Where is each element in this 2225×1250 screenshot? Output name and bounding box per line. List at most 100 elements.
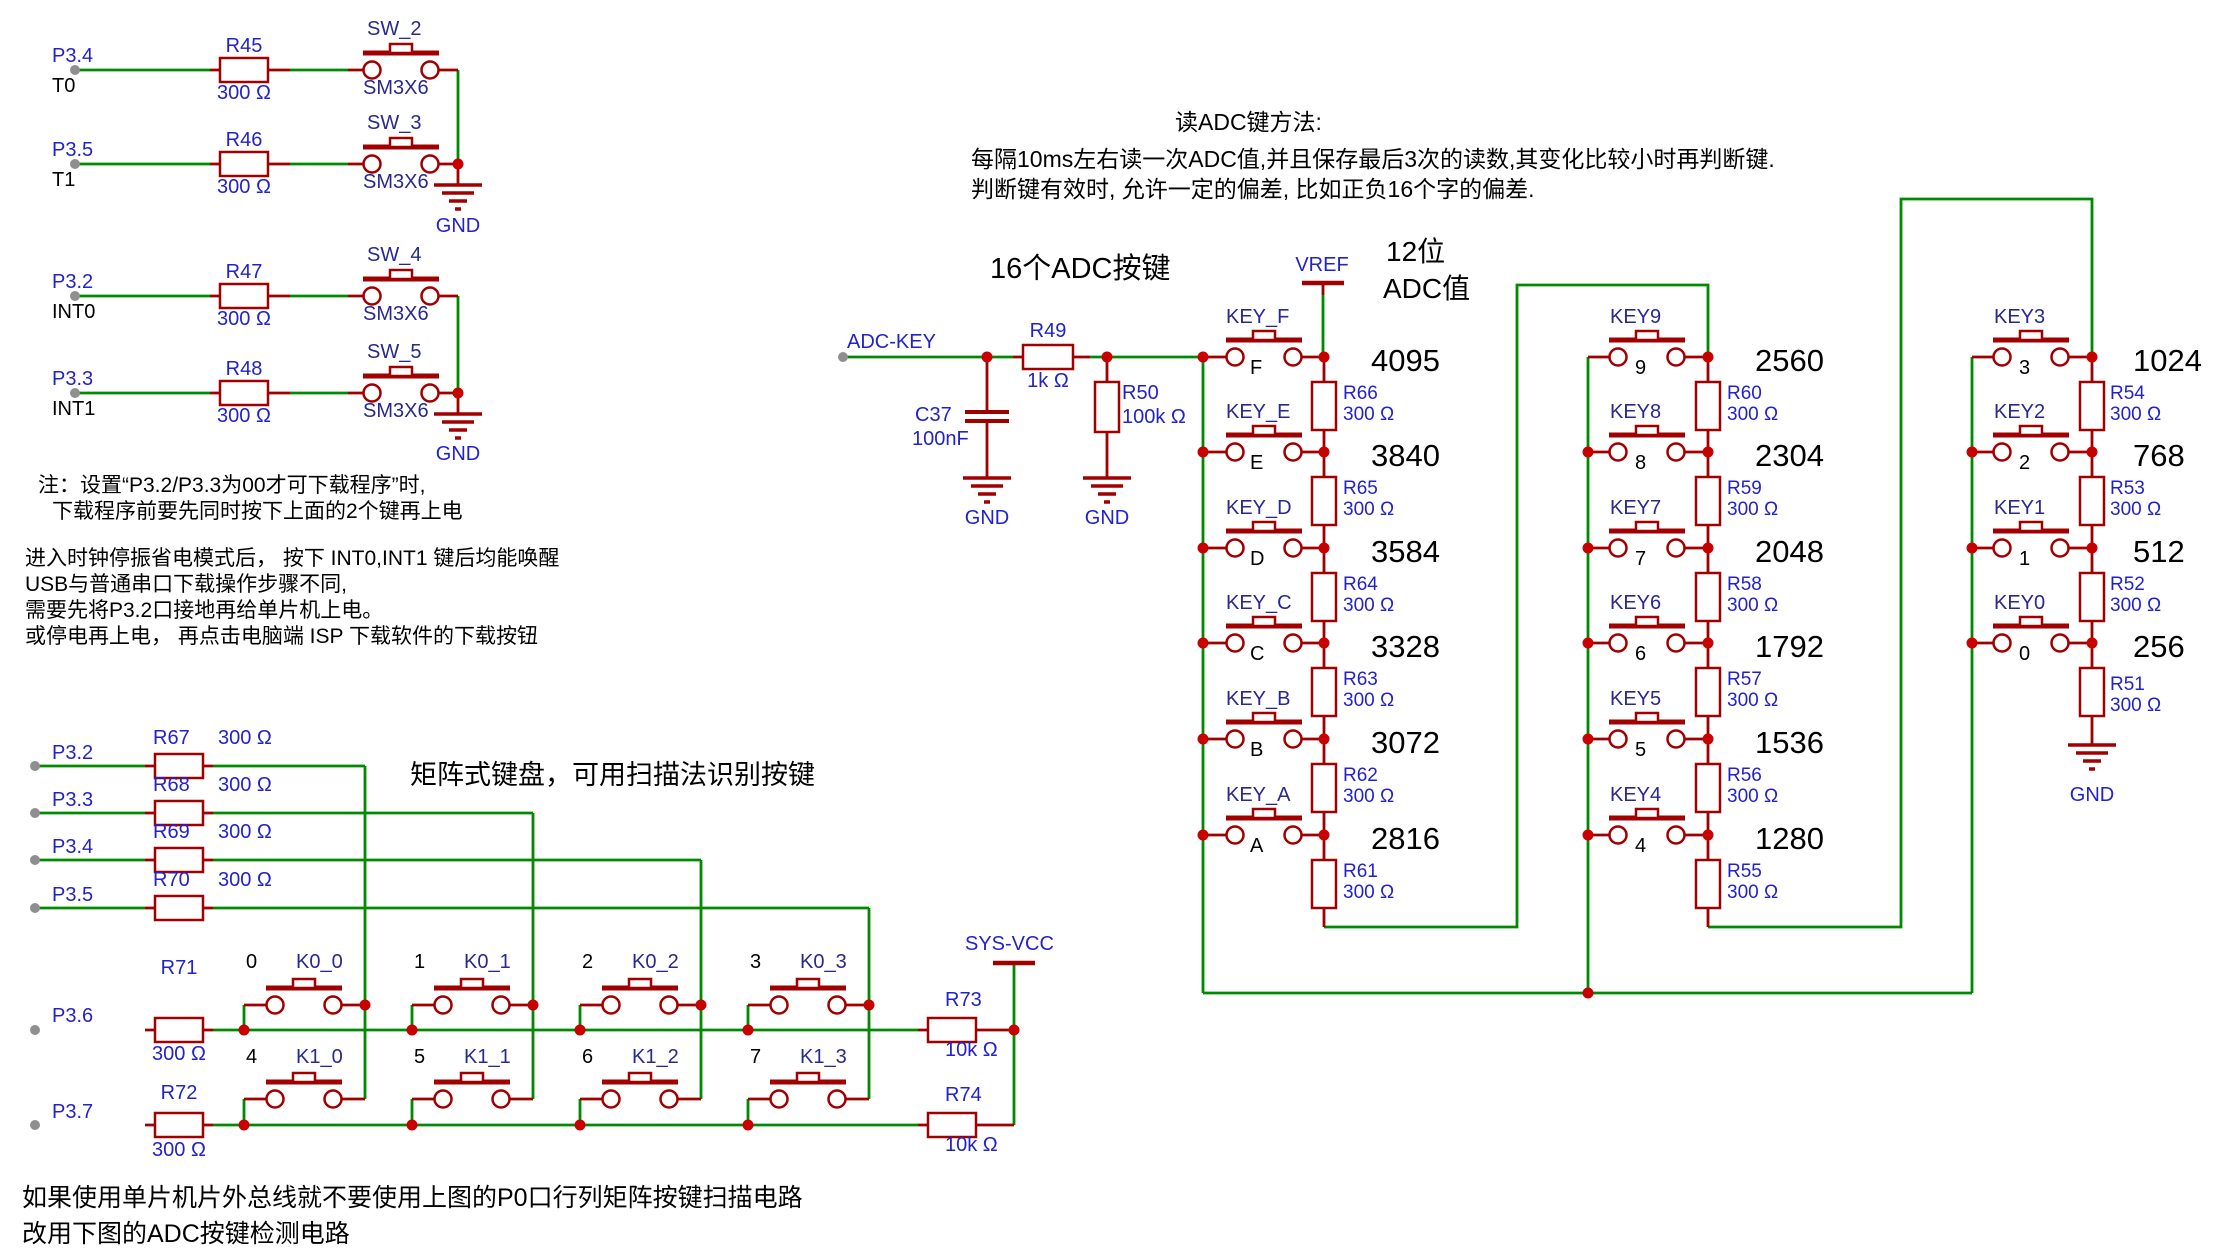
refdes: R47 [226, 261, 263, 283]
refdes: R69 [153, 821, 190, 843]
value-label: 300 Ω [217, 82, 271, 104]
key-name: K1_3 [800, 1046, 847, 1068]
footer-line: 如果使用单片机片外总线就不要使用上图的P0口行列矩阵按键扫描电路 [22, 1184, 803, 1212]
value-label: 300 Ω [1343, 499, 1394, 520]
value-label: 300 Ω [1727, 404, 1778, 425]
refdes: R70 [153, 869, 190, 891]
net-label: P3.5 [52, 139, 93, 161]
refdes: R48 [226, 358, 263, 380]
adc-value: 2816 [1371, 821, 1440, 856]
adc-value: 2560 [1755, 343, 1824, 378]
refdes: R53 [2110, 478, 2145, 499]
refdes: R66 [1343, 383, 1378, 404]
gnd-label: GND [436, 215, 480, 237]
power-net-label: VREF [1295, 254, 1348, 276]
refdes: R50 [1122, 382, 1159, 404]
refdes: R60 [1727, 383, 1762, 404]
value-label: 300 Ω [217, 308, 271, 330]
key-name: KEY_F [1226, 306, 1289, 328]
net-label: P3.3 [52, 789, 93, 811]
key-name: K1_1 [464, 1046, 511, 1068]
note-line: USB与普通串口下载操作步骤不同, [25, 573, 347, 596]
refdes: C37 [915, 404, 952, 426]
value-label: 10k Ω [945, 1039, 998, 1061]
key-number: 5 [414, 1046, 425, 1068]
refdes: R52 [2110, 574, 2145, 595]
net-label: P3.5 [52, 884, 93, 906]
pin-function-label: T1 [52, 169, 75, 191]
value-label: 300 Ω [218, 821, 272, 843]
value-label: 300 Ω [152, 1043, 206, 1065]
key-letter: B [1250, 739, 1263, 761]
refdes: R72 [161, 1082, 198, 1104]
key-letter: 0 [2019, 643, 2030, 665]
value-label: 300 Ω [218, 727, 272, 749]
gnd-label: GND [965, 507, 1009, 529]
value-label: 100nF [912, 428, 969, 450]
wires-green [35, 68, 2094, 1127]
adc-value: 3840 [1371, 438, 1440, 473]
method-line: 判断键有效时, 允许一定的偏差, 比如正负16个字的偏差. [971, 176, 1535, 202]
refdes: R61 [1343, 861, 1378, 882]
key-letter: 3 [2019, 357, 2030, 379]
net-label: P3.2 [52, 742, 93, 764]
adc-value: 1280 [1755, 821, 1824, 856]
adc-value: 1536 [1755, 725, 1824, 760]
refdes: R68 [153, 774, 190, 796]
pin-function-label: T0 [52, 75, 75, 97]
value-label: 300 Ω [2110, 404, 2161, 425]
key-name: K0_1 [464, 951, 511, 973]
value-label: 300 Ω [1343, 882, 1394, 903]
pin-function-label: INT0 [52, 301, 95, 323]
key-name: KEY3 [1994, 306, 2045, 328]
key-name: KEY_B [1226, 688, 1290, 710]
footer-line: 改用下图的ADC按键检测电路 [22, 1220, 350, 1248]
gnd-label: GND [436, 443, 480, 465]
refdes: R67 [153, 727, 190, 749]
note-line: 进入时钟停振省电模式后， 按下 INT0,INT1 键后均能唤醒 [25, 547, 559, 570]
value-label: 300 Ω [1727, 690, 1778, 711]
value-label: 1k Ω [1027, 370, 1069, 392]
note-line: 注：设置“P3.2/P3.3为00才可下载程序”时, [38, 474, 425, 497]
net-label: P3.6 [52, 1005, 93, 1027]
key-name: K1_2 [632, 1046, 679, 1068]
adc-section-labels: 读ADC键方法: 每隔10ms左右读一次ADC值,并且保存最后3次的读数,其变化… [847, 109, 2202, 903]
refdes: R49 [1030, 320, 1067, 342]
value-label: 300 Ω [217, 405, 271, 427]
key-number: 2 [582, 951, 593, 973]
switch-model: SM3X6 [363, 77, 429, 99]
key-letter: E [1250, 452, 1263, 474]
value-label: 300 Ω [2110, 499, 2161, 520]
value-label: 300 Ω [2110, 595, 2161, 616]
refdes: R64 [1343, 574, 1378, 595]
note-line: 需要先将P3.2口接地再给单片机上电。 [25, 599, 383, 622]
switch-name: SW_4 [367, 244, 421, 266]
key-name: KEY0 [1994, 592, 2045, 614]
refdes: R59 [1727, 478, 1762, 499]
key-name: KEY_A [1226, 784, 1291, 806]
key-name: KEY8 [1610, 401, 1661, 423]
key-name: K1_0 [296, 1046, 343, 1068]
key-name: KEY4 [1610, 784, 1661, 806]
key-name: KEY7 [1610, 497, 1661, 519]
key-number: 6 [582, 1046, 593, 1068]
value-label: 300 Ω [1343, 595, 1394, 616]
key-number: 1 [414, 951, 425, 973]
adc-value: 3584 [1371, 534, 1440, 569]
adc-value: 768 [2133, 438, 2185, 473]
adc-value: 2048 [1755, 534, 1824, 569]
key-name: KEY_D [1226, 497, 1292, 519]
key-number: 7 [750, 1046, 761, 1068]
value-label: 300 Ω [218, 869, 272, 891]
method-title: 读ADC键方法: [1175, 109, 1322, 135]
key-name: KEY1 [1994, 497, 2045, 519]
switch-name: SW_5 [367, 341, 421, 363]
net-label: ADC-KEY [847, 331, 936, 353]
value-label: 300 Ω [2110, 695, 2161, 716]
key-letter: D [1250, 548, 1264, 570]
pin-dots [30, 65, 848, 1130]
key-letter: 9 [1635, 357, 1646, 379]
note-line: 下载程序前要先同时按下上面的2个键再上电 [52, 500, 463, 523]
refdes: R65 [1343, 478, 1378, 499]
